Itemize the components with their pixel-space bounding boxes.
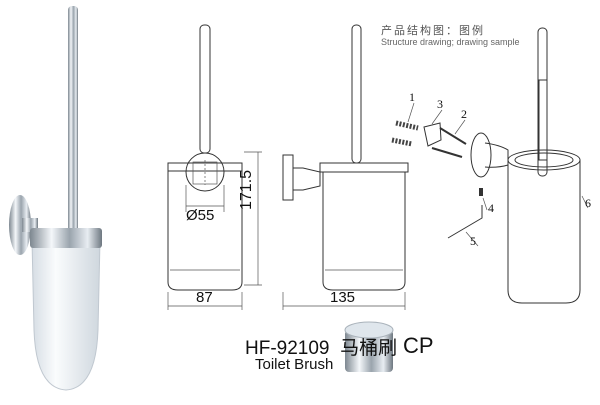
product-name-cn: 马桶刷 <box>340 338 398 359</box>
side-view-drawing <box>282 24 409 310</box>
model-number: HF-92109 <box>245 338 330 359</box>
dimension-height: 171.5 <box>238 169 255 210</box>
header-title-cn: 产品结构图：图例 <box>381 25 485 37</box>
dimension-depth: 135 <box>330 289 356 306</box>
dimension-diameter: Ø55 <box>186 207 215 224</box>
part-label-5: 5 <box>470 234 476 248</box>
part-label-4: 4 <box>488 201 494 215</box>
part-label-2: 2 <box>461 107 467 121</box>
front-view-drawing <box>167 24 262 310</box>
finish-code: CP <box>403 333 434 358</box>
header-title-en: Structure drawing; drawing sample <box>381 37 520 47</box>
exploded-view-drawing <box>391 27 589 304</box>
part-label-3: 3 <box>437 97 443 111</box>
chrome-finish-swatch <box>344 321 394 372</box>
dimension-width: 87 <box>196 289 213 306</box>
product-name-en: Toilet Brush <box>255 356 334 373</box>
part-label-1: 1 <box>409 90 415 104</box>
product-model: HF-92109 马桶刷 <box>245 333 397 360</box>
part-label-6: 6 <box>585 196 591 210</box>
product-photo <box>9 6 102 391</box>
